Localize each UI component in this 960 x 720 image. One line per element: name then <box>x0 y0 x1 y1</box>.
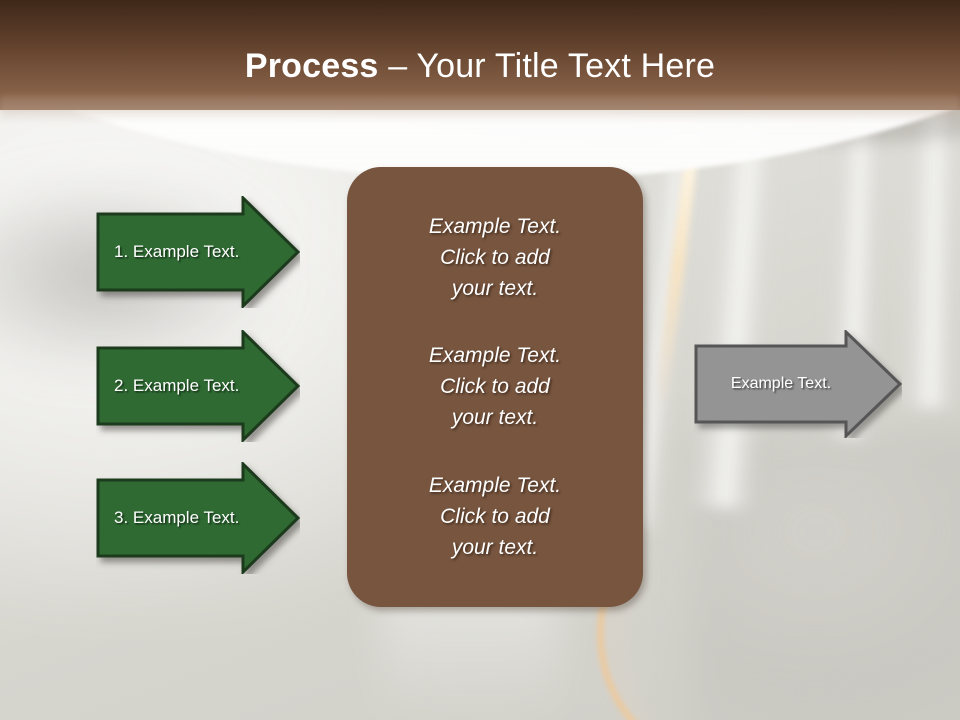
panel-text-block-1[interactable]: Example Text. Click to add your text. <box>428 215 562 301</box>
step-arrow-1[interactable]: 1. Example Text. <box>96 196 300 308</box>
step-arrow-2[interactable]: 2. Example Text. <box>96 330 300 442</box>
arrow-right-icon <box>694 330 902 438</box>
step-arrow-2-label: 2. Example Text. <box>114 376 240 395</box>
title-bar <box>0 0 960 110</box>
outcome-arrow-label: Example Text. <box>730 375 832 392</box>
background-pole-4 <box>897 107 960 409</box>
content-panel[interactable]: Example Text. Click to add your text. Ex… <box>347 167 643 607</box>
page-title: Process – Your Title Text Here <box>0 46 960 86</box>
panel-text-block-3[interactable]: Example Text. Click to add your text. <box>428 473 562 559</box>
outcome-arrow[interactable]: Example Text. <box>694 330 902 438</box>
arrow-right-icon <box>96 462 300 574</box>
step-arrow-1-label: 1. Example Text. <box>114 242 240 261</box>
step-arrow-3[interactable]: 3. Example Text. <box>96 462 300 574</box>
page-title-strong: Process <box>244 47 379 85</box>
title-bar-fade <box>0 96 960 122</box>
arrow-right-icon <box>96 330 300 442</box>
step-arrow-3-label: 3. Example Text. <box>114 508 240 527</box>
page-title-rest: – Your Title Text Here <box>378 47 716 85</box>
panel-text-block-2[interactable]: Example Text. Click to add your text. <box>428 344 562 430</box>
arrow-right-icon <box>96 196 300 308</box>
